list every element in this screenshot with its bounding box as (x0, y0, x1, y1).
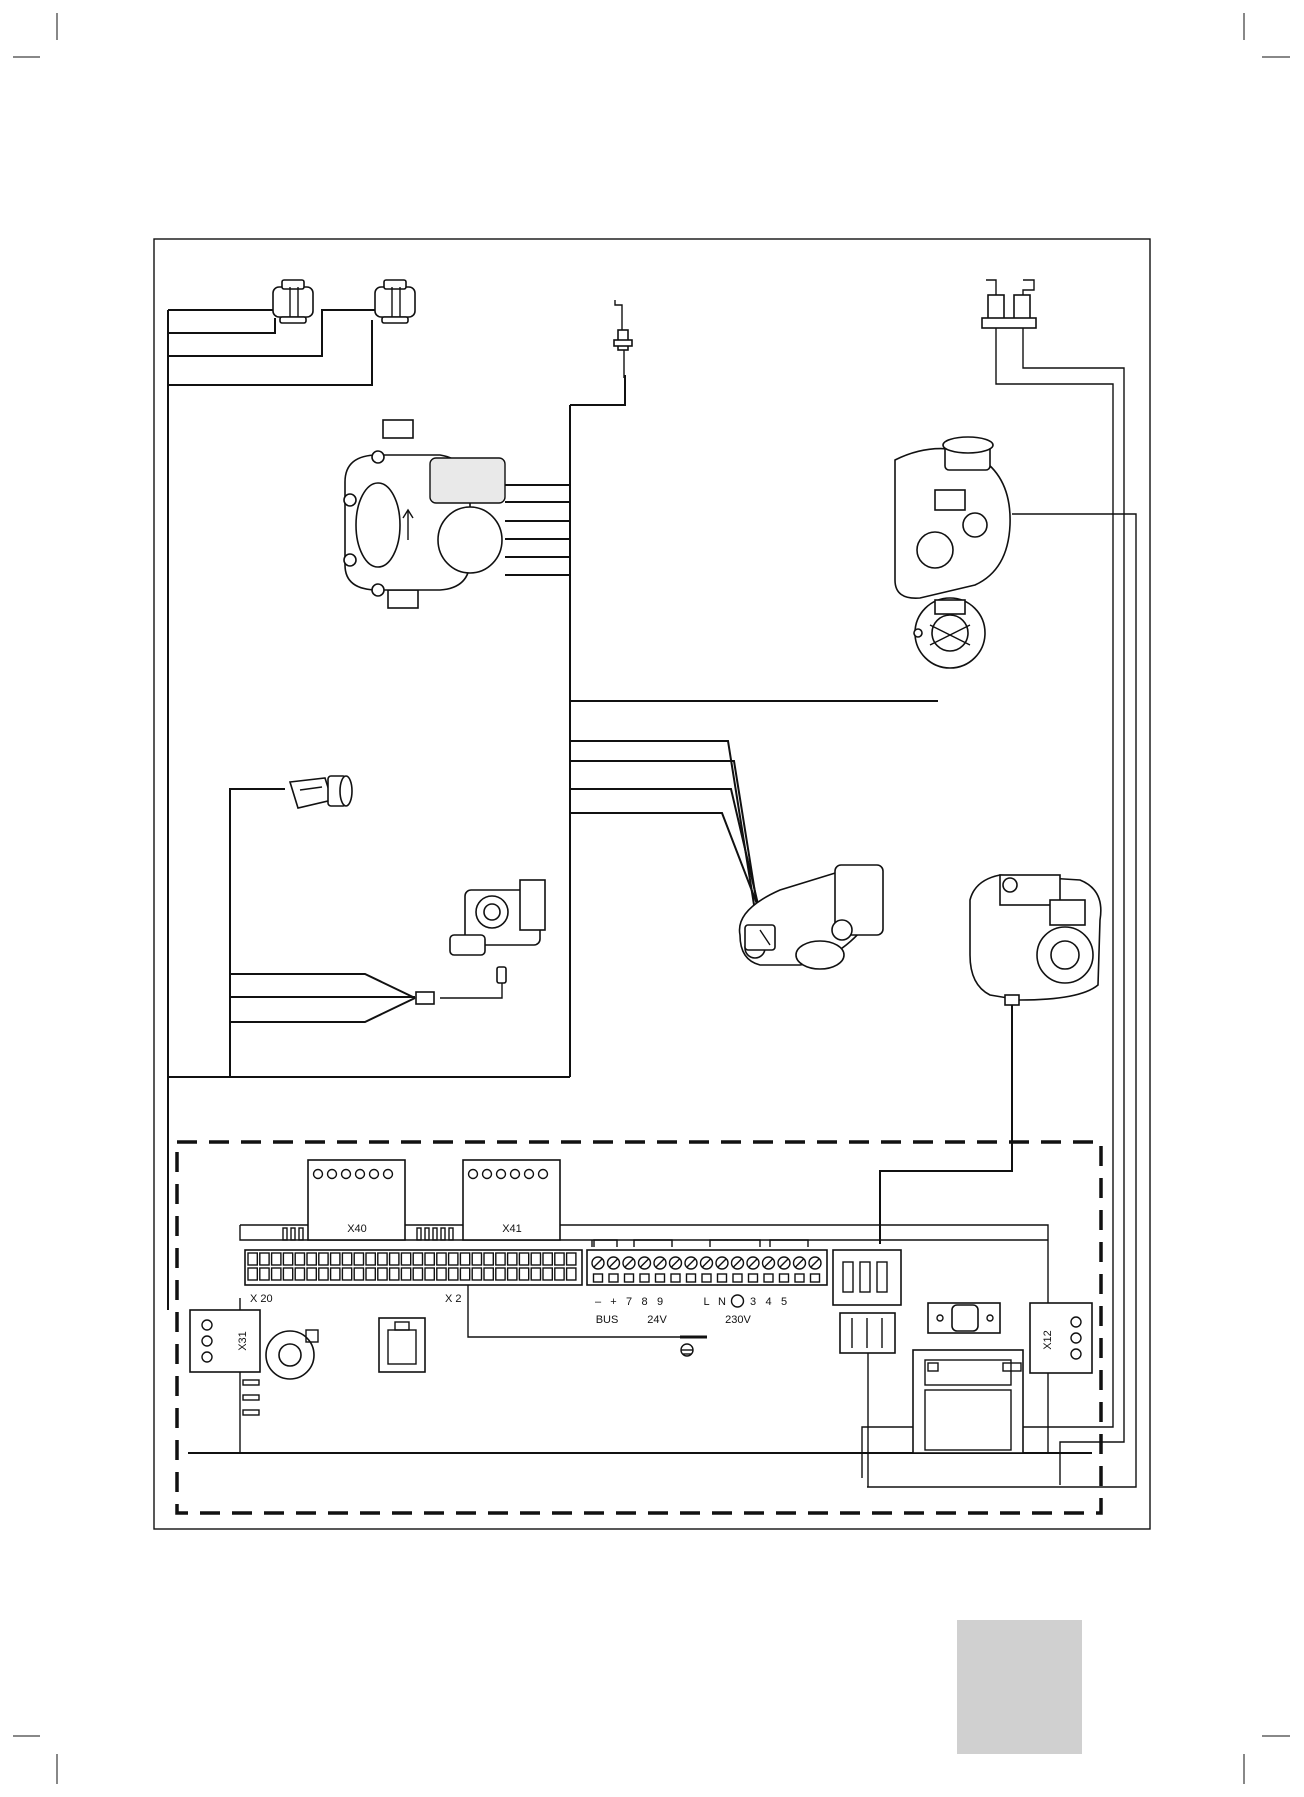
diverter-valve (344, 420, 505, 608)
sensor-plug-2 (375, 280, 415, 323)
page-tab (957, 1620, 1082, 1754)
terminal-label: 3 (750, 1296, 756, 1308)
230v-label: 230V (725, 1314, 751, 1326)
transformer (913, 1350, 1023, 1453)
ionisation-electrode (614, 300, 632, 378)
fan-motor (914, 598, 985, 668)
connector-x12: X12 (1030, 1303, 1092, 1373)
ignition-electrodes (982, 280, 1036, 355)
connector-x40: X40 (308, 1160, 405, 1240)
diagnostic-socket (379, 1318, 425, 1372)
connector-x20-x2: X 20 X 2 (245, 1250, 582, 1305)
potentiometer (266, 1330, 318, 1379)
x12-label: X12 (1042, 1330, 1054, 1350)
x41-label: X41 (502, 1223, 522, 1235)
connector-x41: X41 (463, 1160, 560, 1240)
x2-label: X 2 (445, 1293, 462, 1305)
flow-sensor (416, 880, 545, 1004)
main-switch (928, 1303, 1000, 1333)
terminal-label: 4 (765, 1296, 771, 1308)
terminal-label: – (595, 1296, 602, 1308)
terminal-label: 5 (781, 1296, 787, 1308)
24v-label: 24V (647, 1314, 667, 1326)
terminal-label: 8 (641, 1296, 647, 1308)
terminal-label: + (610, 1296, 616, 1308)
terminal-label: 7 (626, 1296, 632, 1308)
earth-symbol (680, 1337, 707, 1356)
x40-label: X40 (347, 1223, 367, 1235)
power-connector (833, 1250, 901, 1353)
terminal-label: L (703, 1296, 709, 1308)
temperature-sensor (290, 776, 352, 808)
fan (895, 437, 1010, 598)
terminal-label: 9 (657, 1296, 663, 1308)
bus-label: BUS (596, 1314, 619, 1326)
terminal-label: N (718, 1296, 726, 1308)
circulation-pump (970, 875, 1101, 1005)
x20-label: X 20 (250, 1293, 273, 1305)
gas-valve (740, 865, 884, 969)
sensor-plug-1 (273, 280, 313, 323)
x31-label: X31 (237, 1331, 249, 1351)
connector-x31: X31 (190, 1310, 260, 1415)
earth-terminal-icon (732, 1295, 744, 1307)
